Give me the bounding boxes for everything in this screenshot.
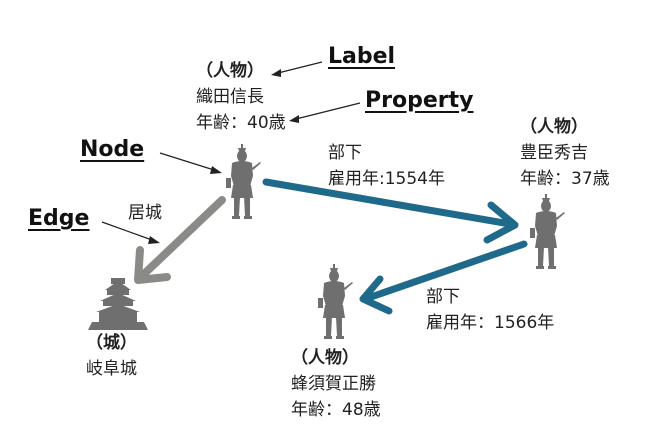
edge-property: 雇用年:1554年	[328, 169, 445, 189]
node-name: 岐阜城	[86, 359, 137, 379]
node-castle: （城） 岐阜城	[86, 330, 137, 382]
node-age: 年齢：48歳	[291, 400, 381, 420]
node-hachisuka: （人物） 蜂須賀正勝 年齢：48歳	[291, 345, 381, 423]
edge-property: 雇用年：1566年	[426, 313, 555, 333]
annotation-arrows	[101, 61, 361, 244]
node-label: （城）	[86, 333, 137, 353]
node-age: 年齢：40歳	[196, 113, 286, 133]
node-age: 年齢：37歳	[520, 169, 610, 189]
edge-label: 部下	[328, 143, 362, 163]
node-label: （人物）	[196, 61, 264, 81]
node-name: 蜂須賀正勝	[291, 374, 376, 394]
annotation-edge: Edge	[28, 206, 90, 231]
node-nobunaga: （人物） 織田信長 年齢：40歳	[196, 58, 286, 136]
node-name: 織田信長	[196, 87, 264, 107]
edge-hachisuka	[359, 240, 528, 315]
edge-castle	[134, 196, 226, 284]
annotation-node: Node	[80, 137, 145, 162]
samurai-icon	[318, 264, 353, 339]
edge-label-castle: 居城	[128, 203, 162, 223]
node-label: （人物）	[291, 348, 359, 368]
edge-label: 部下	[426, 287, 460, 307]
samurai-icon	[226, 144, 261, 219]
edge-hideyoshi-text: 部下 雇用年:1554年	[328, 140, 445, 192]
annotation-property: Property	[365, 88, 474, 113]
samurai-icon	[530, 194, 565, 269]
node-name: 豊臣秀吉	[520, 143, 588, 163]
castle-icon	[88, 278, 148, 330]
annotation-label: Label	[328, 44, 396, 69]
node-hideyoshi: （人物） 豊臣秀吉 年齢：37歳	[520, 114, 610, 192]
edge-hideyoshi	[262, 178, 519, 244]
edge-hachisuka-text: 部下 雇用年：1566年	[426, 284, 554, 336]
node-label: （人物）	[520, 117, 588, 137]
